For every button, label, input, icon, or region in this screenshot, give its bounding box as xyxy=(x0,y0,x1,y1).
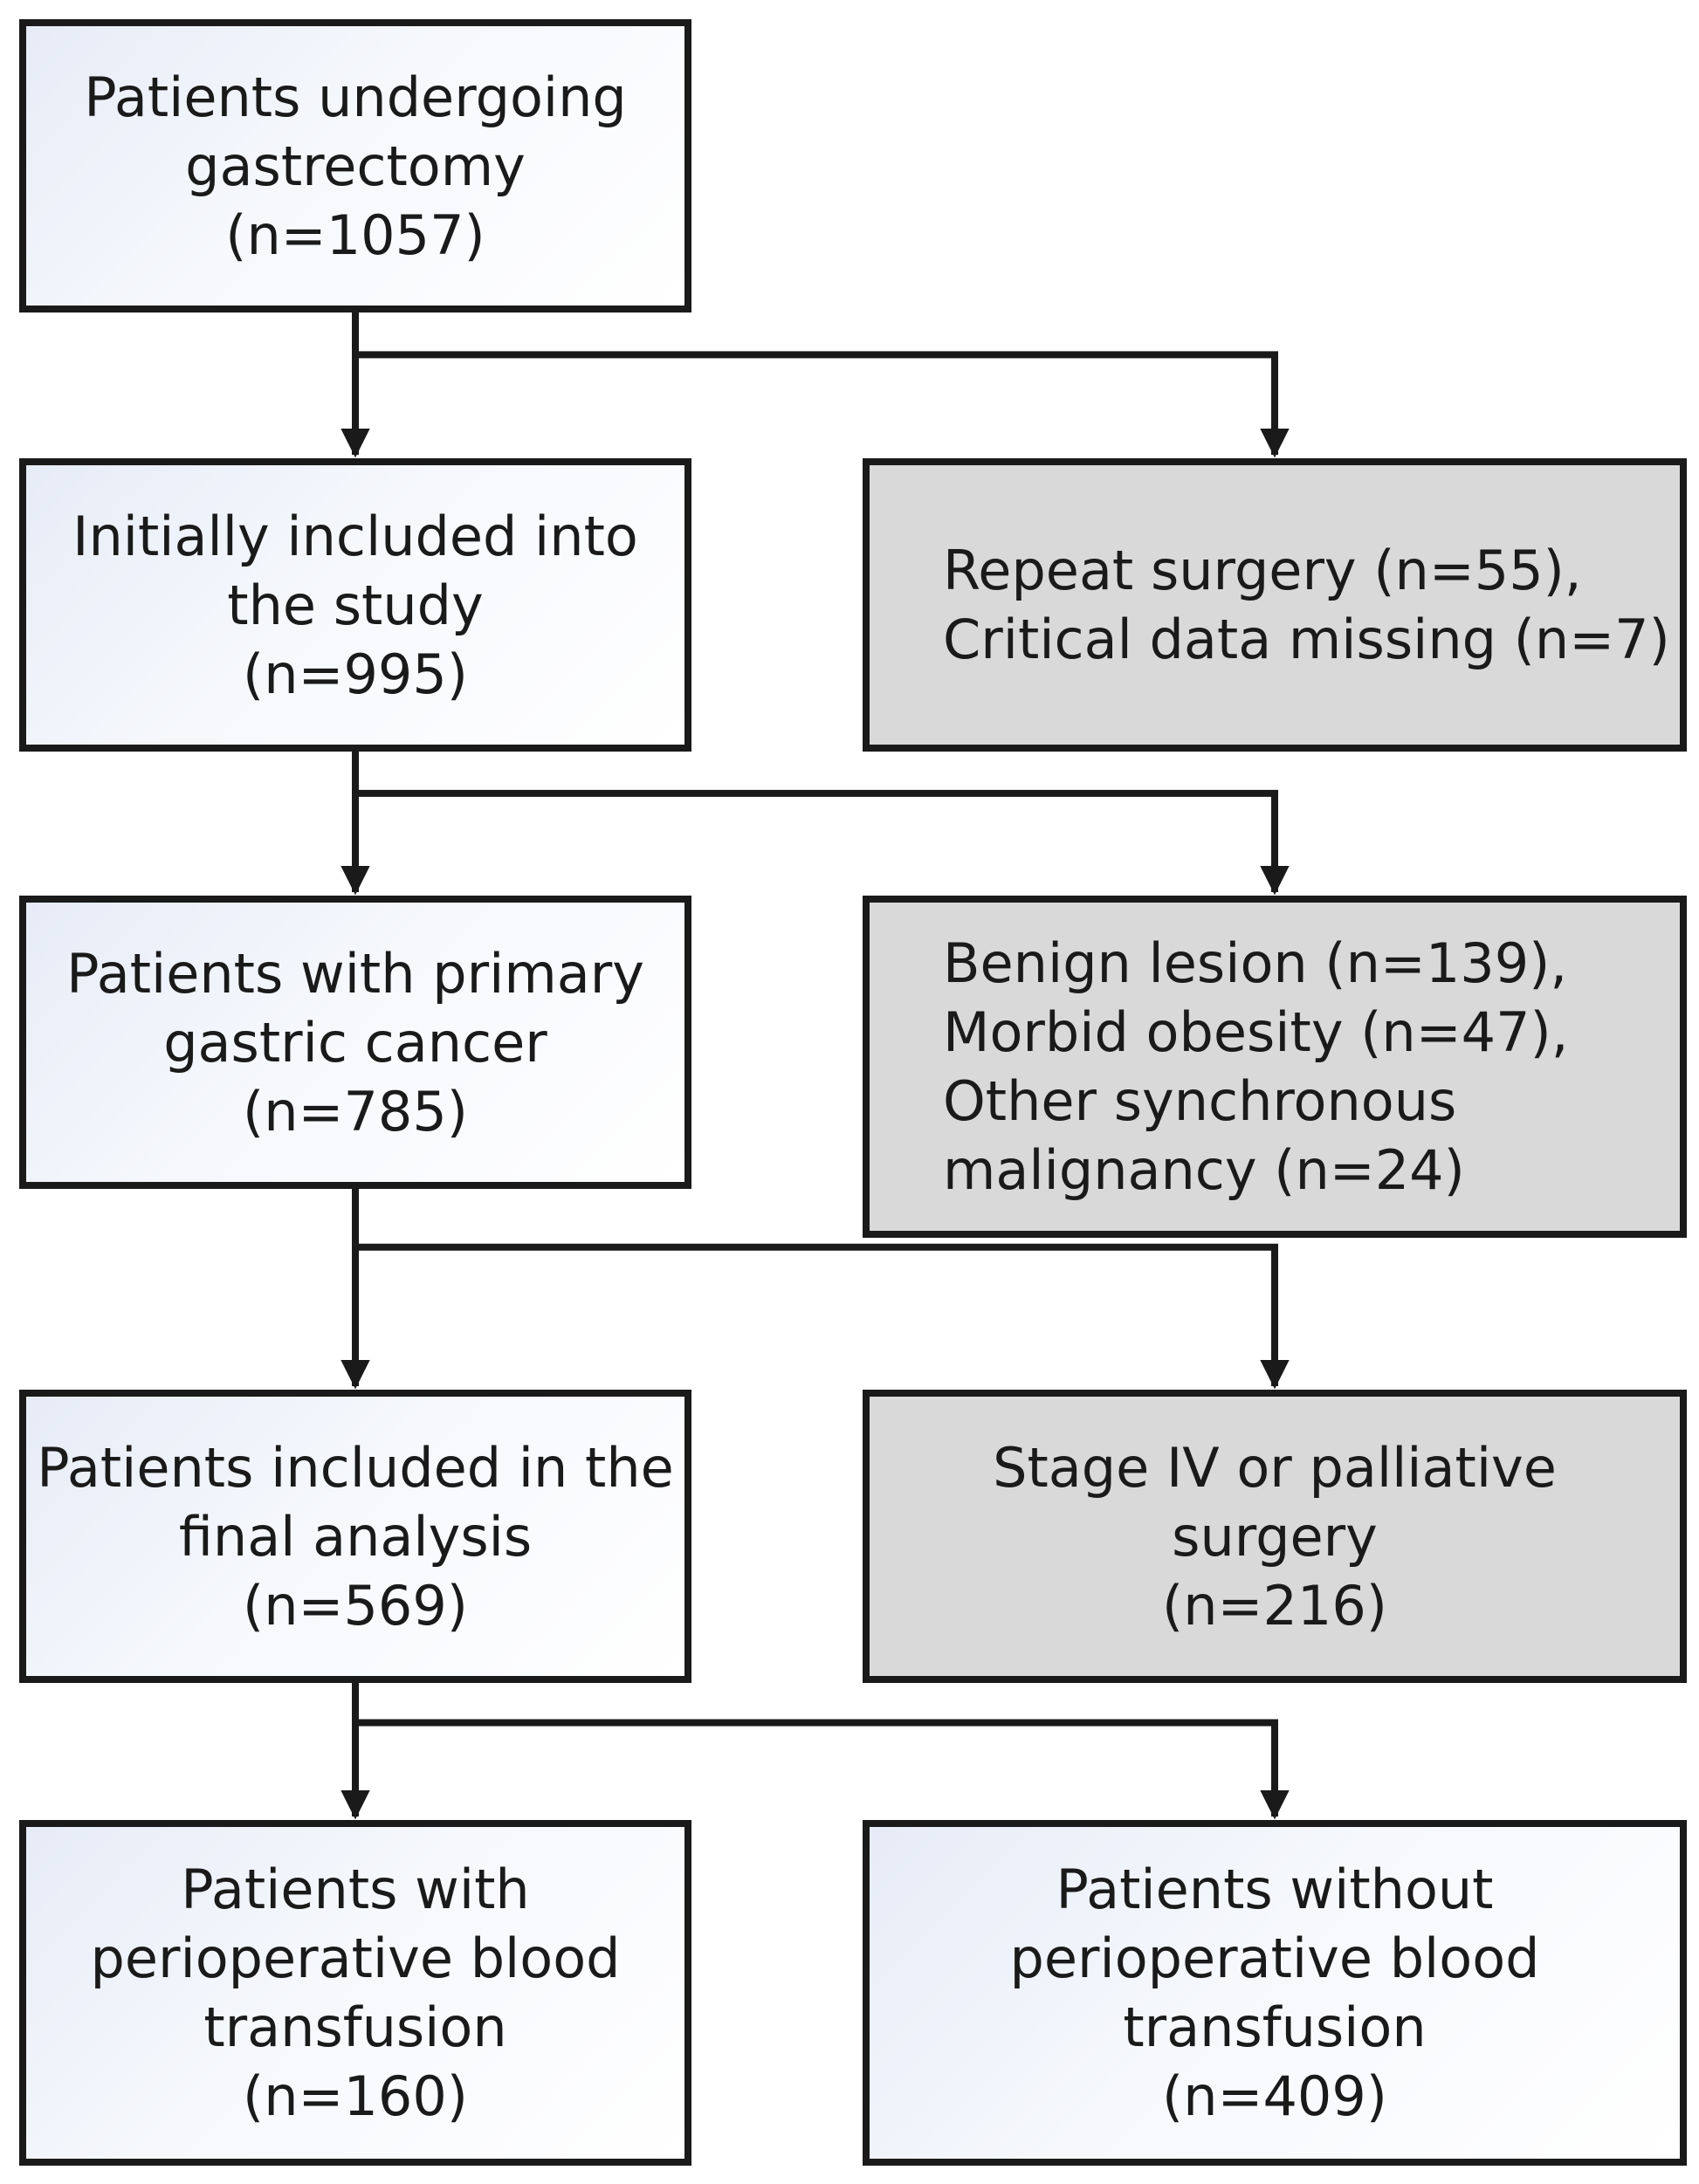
box-line: Patients without xyxy=(1056,1858,1494,1921)
box-line: final analysis xyxy=(178,1504,533,1569)
box-line: gastrectomy xyxy=(185,134,526,198)
box-line: Initially included into xyxy=(72,504,638,568)
box-line: transfusion xyxy=(1123,1995,1427,2059)
box-line: Stage IV or palliative xyxy=(993,1435,1557,1500)
box-final-analysis: Patients included in the final analysis … xyxy=(19,1390,691,1683)
box-line: surgery xyxy=(1172,1504,1378,1569)
box-excluded-repeat-surgery: Repeat surgery (n=55), Critical data mis… xyxy=(863,458,1687,752)
box-line: (n=569) xyxy=(243,1573,468,1638)
box-line: (n=409) xyxy=(1162,2064,1387,2128)
box-line: Patients included in the xyxy=(37,1435,674,1500)
box-line: perioperative blood xyxy=(1009,1926,1540,1990)
box-with-transfusion: Patients with perioperative blood transf… xyxy=(19,1820,691,2166)
box-line: (n=216) xyxy=(1162,1573,1387,1638)
box-line: (n=785) xyxy=(243,1079,468,1144)
box-line: transfusion xyxy=(203,1995,507,2059)
box-line: gastric cancer xyxy=(163,1010,547,1075)
box-line: the study xyxy=(227,573,484,637)
box-line: Patients with primary xyxy=(66,941,644,1006)
box-line: (n=995) xyxy=(243,642,468,706)
box-without-transfusion: Patients without perioperative blood tra… xyxy=(863,1820,1687,2166)
box-excluded-benign-obesity: Benign lesion (n=139), Morbid obesity (n… xyxy=(863,896,1687,1238)
box-line: Benign lesion (n=139), xyxy=(943,931,1568,995)
box-line: Patients with xyxy=(181,1858,530,1921)
box-line: Repeat surgery (n=55), xyxy=(943,539,1582,602)
box-initially-included: Initially included into the study (n=995… xyxy=(19,458,691,752)
box-primary-gastric-cancer: Patients with primary gastric cancer (n=… xyxy=(19,896,691,1189)
box-line: Critical data missing (n=7) xyxy=(943,608,1670,671)
box-line: perioperative blood xyxy=(90,1926,621,1990)
box-line: (n=1057) xyxy=(225,203,485,267)
box-line: Morbid obesity (n=47), xyxy=(943,1000,1569,1064)
flow-arrow-initial-to-excl2 xyxy=(355,789,1290,896)
box-gastrectomy: Patients undergoing gastrectomy (n=1057) xyxy=(19,19,691,312)
box-line: Patients undergoing xyxy=(84,65,627,129)
box-excluded-stage-iv: Stage IV or palliative surgery (n=216) xyxy=(863,1390,1687,1683)
flow-arrow-primary-to-excl3 xyxy=(355,1243,1290,1390)
flow-arrow-gastrectomy-to-excl1 xyxy=(355,351,1290,458)
box-line: Other synchronous xyxy=(943,1069,1457,1133)
box-line: (n=160) xyxy=(243,2064,468,2128)
flow-arrow-final-to-without_tx xyxy=(355,1719,1290,1820)
box-line: malignancy (n=24) xyxy=(943,1138,1465,1202)
